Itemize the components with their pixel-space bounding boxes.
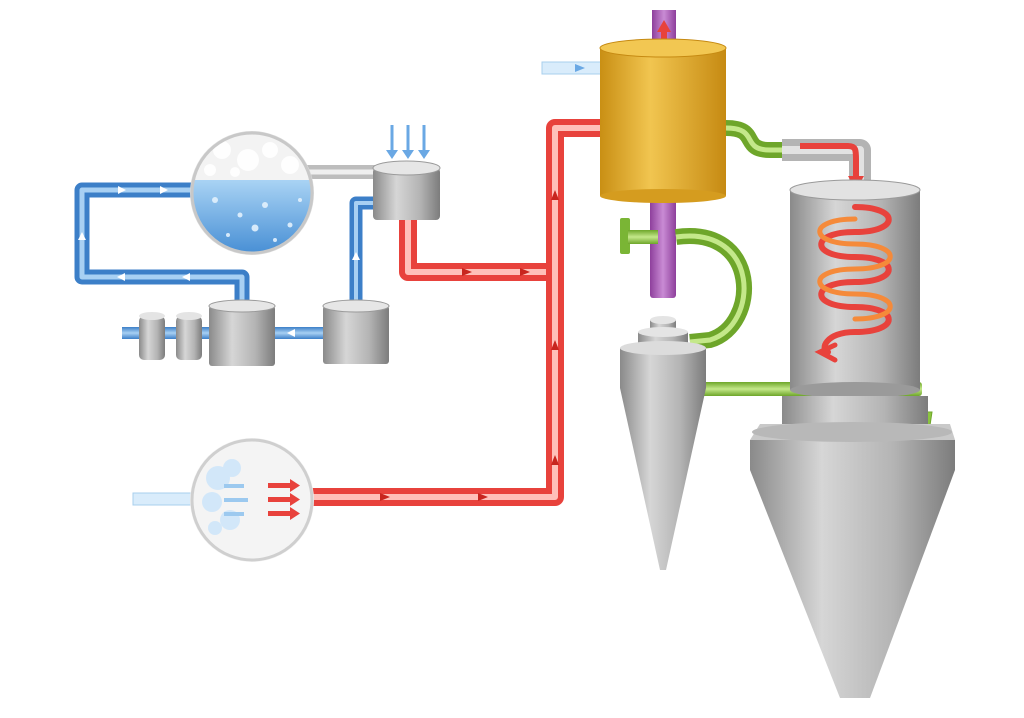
hot-flow-arrows [380, 190, 559, 501]
heating-coil [814, 204, 893, 363]
liquid-feed-tank [190, 131, 314, 255]
cold-flow-arrows [78, 186, 360, 337]
cyclone-separator [620, 316, 706, 570]
cold-inlet-arrows [386, 125, 430, 159]
mixing-tank-small [372, 160, 441, 220]
air-inlet-heater [132, 438, 314, 562]
heat-exchanger [541, 10, 727, 298]
drying-chamber [750, 179, 955, 698]
feed-tank-small [322, 299, 390, 364]
hot-air-duct [782, 139, 871, 190]
pump-unit-1 [139, 312, 202, 360]
pump-unit-2 [208, 299, 276, 366]
hot-line [300, 119, 605, 506]
